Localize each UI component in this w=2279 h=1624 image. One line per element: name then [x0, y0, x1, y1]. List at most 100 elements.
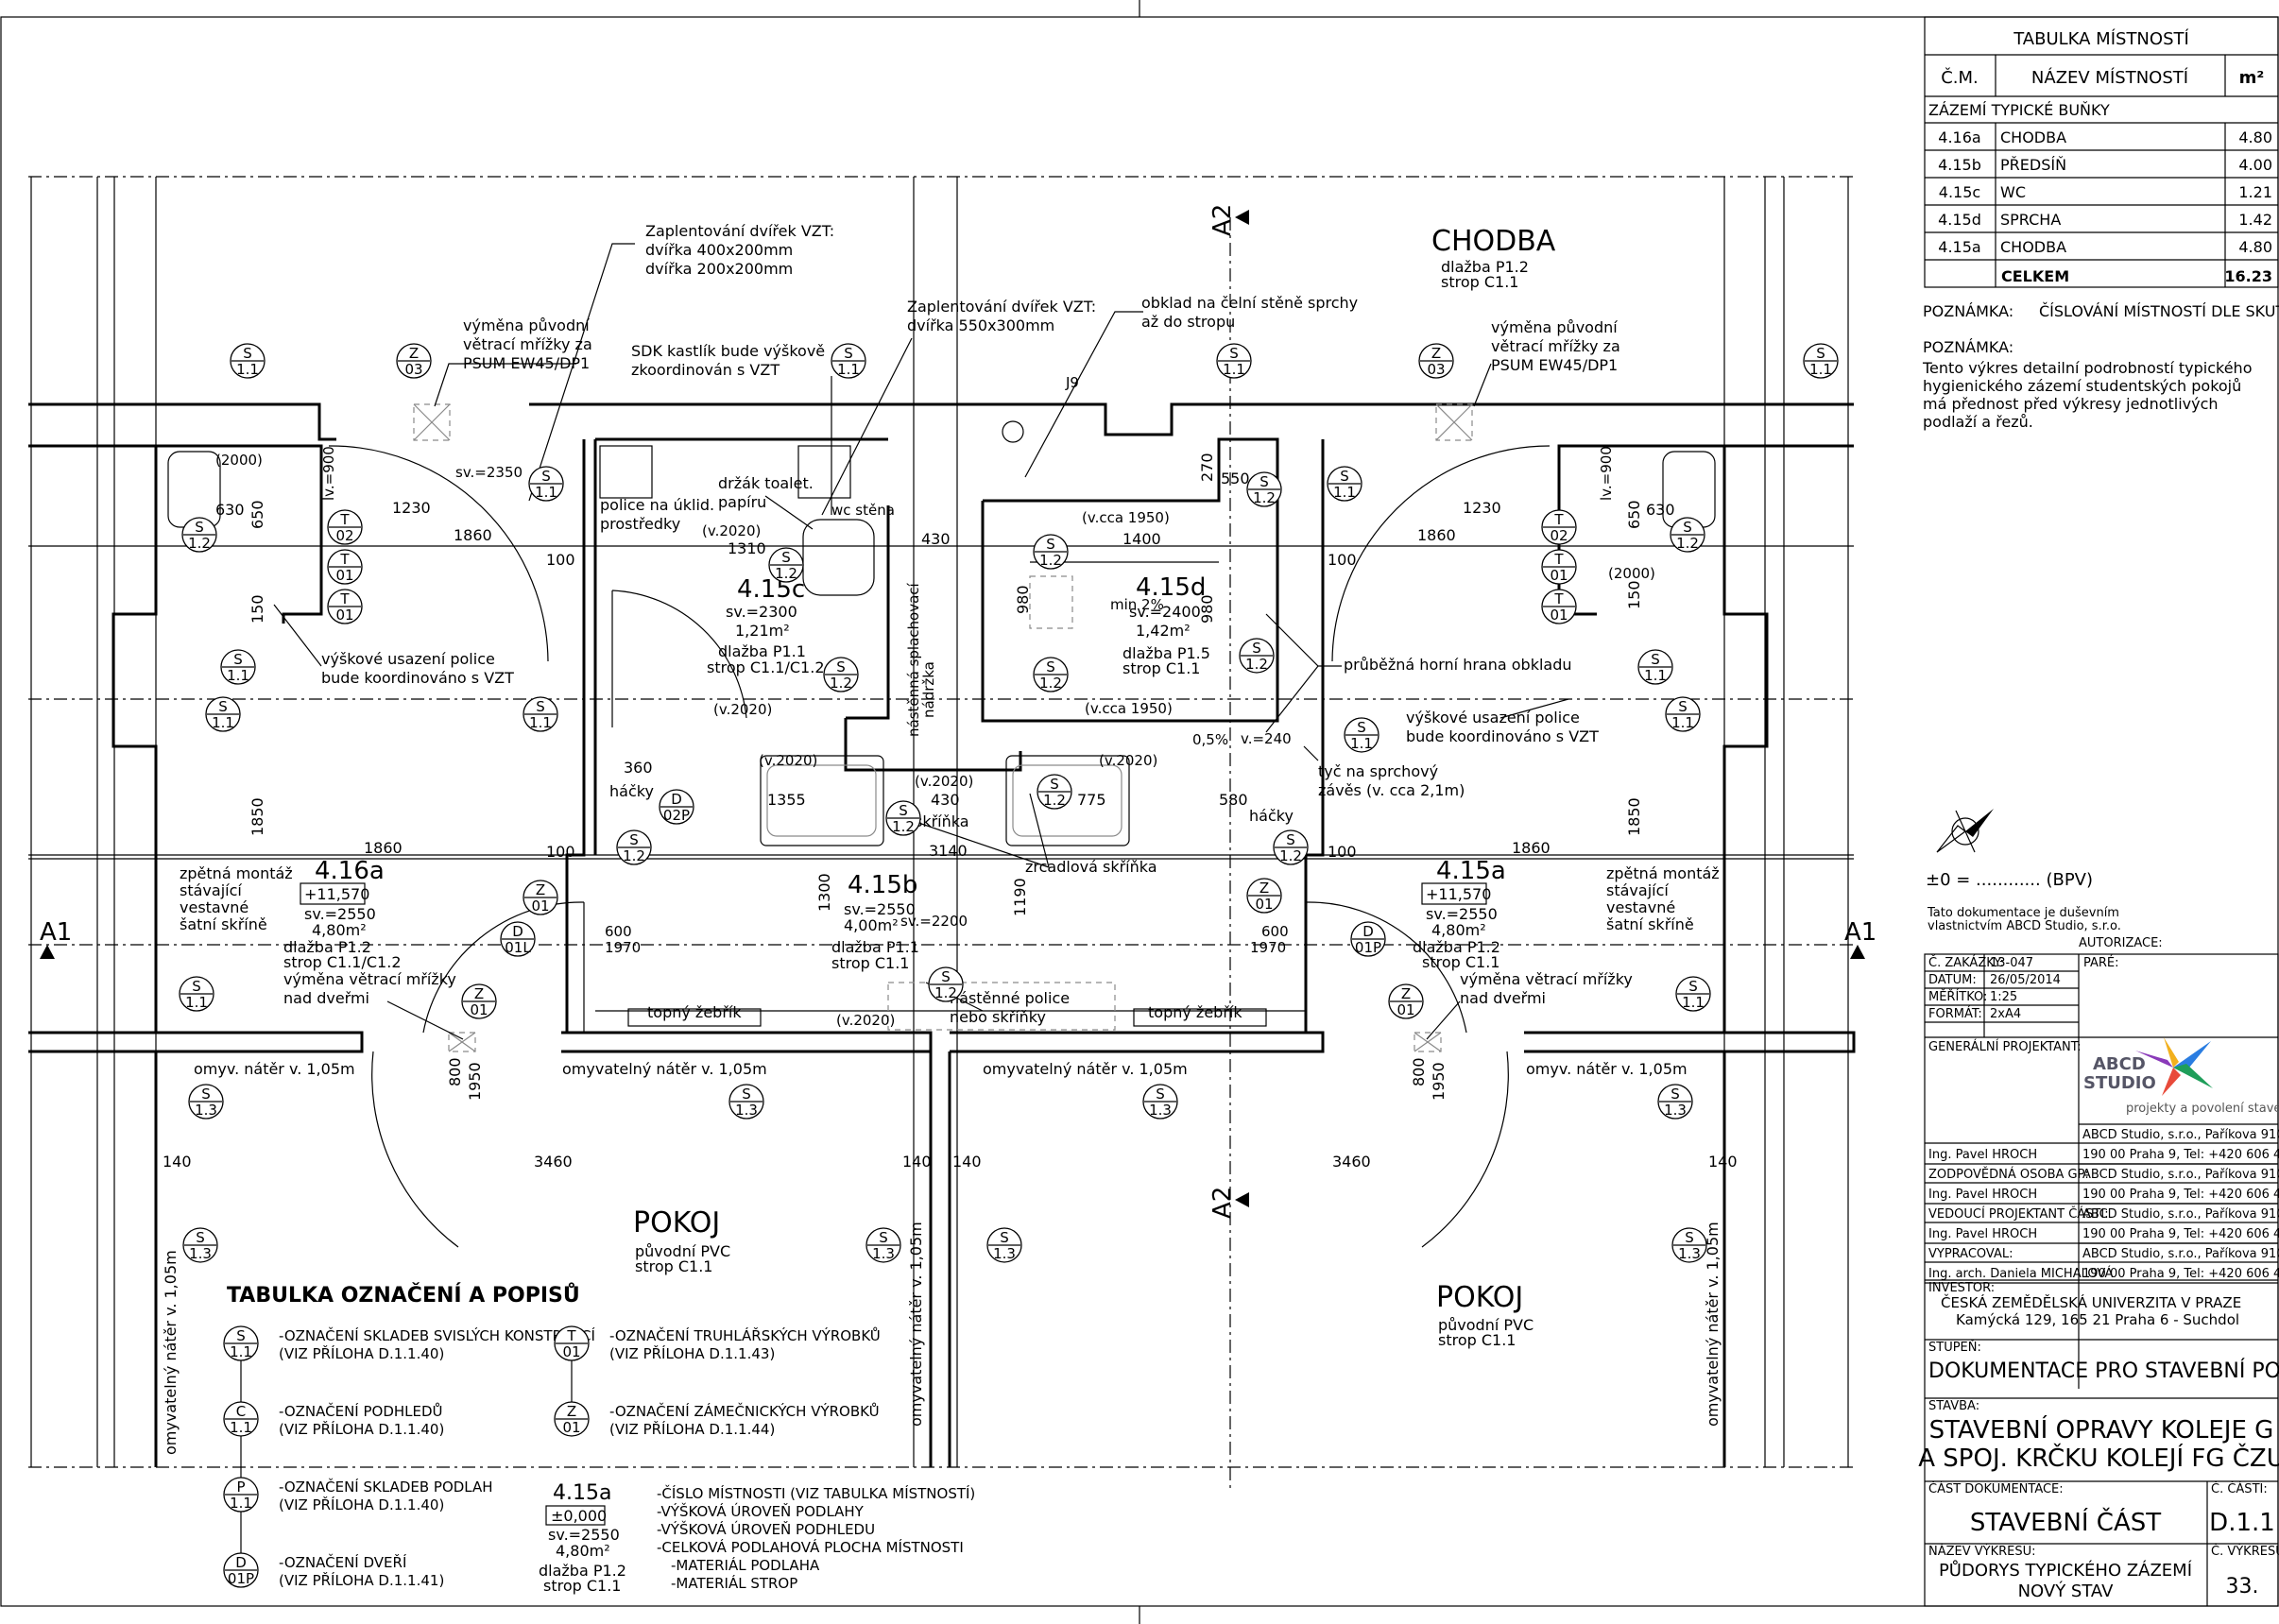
marker-s11-top: S: [536, 698, 545, 715]
dim-1860-c: 1860: [1417, 526, 1456, 544]
tb-cislo-vykresu-label: Č. VÝKRESU:: [2211, 1544, 2279, 1559]
legend-room-strop: strop C1.1: [543, 1577, 621, 1595]
annotation-tyc: tyč na sprchový závěs (v. cca 2,1m): [1318, 762, 1465, 799]
marker-t01: T01: [1541, 589, 1577, 624]
dim-v2020-c: (v.2020): [759, 752, 817, 769]
wall-bottom-right: [1524, 1031, 1856, 1053]
marker-s12-bottom: 1.2: [1253, 489, 1276, 506]
marker-s12: S1.2: [823, 657, 859, 692]
dim-140-c: 140: [952, 1153, 982, 1171]
marker-s13-bottom: 1.3: [1149, 1102, 1172, 1119]
marker-s12: S1.2: [616, 829, 652, 865]
room-name-cell: CHODBA: [2000, 238, 2066, 256]
annotation-line: papíru: [718, 493, 766, 511]
marker-s11: S1.1: [1637, 649, 1673, 685]
tb-cislo-casti: D.1.1: [2209, 1509, 2275, 1537]
marker-s12: S1.2: [1670, 517, 1705, 553]
marker-t01-top: T: [1553, 551, 1564, 568]
marker-s11: S1.1: [1327, 466, 1362, 502]
wall-wc-right: [846, 505, 890, 720]
room-ceiling: strop C1.1/C1.2: [707, 658, 825, 676]
marker-s12-top: S: [1050, 776, 1059, 793]
annotation-police-vzt-right: výškové usazení police bude koordinováno…: [1406, 709, 1599, 745]
annotation-line: zpětná montáž: [1606, 864, 1720, 882]
marker-s13-bottom: 1.3: [1678, 1245, 1701, 1262]
room-floor: původní PVC: [1438, 1316, 1534, 1334]
marker-s12-bottom: 1.2: [1039, 552, 1062, 569]
legend-marker-bottom: 1.1: [230, 1495, 252, 1512]
marker-d01p-top: D: [1362, 923, 1374, 940]
room-table-frame: [1924, 16, 2279, 288]
room-label-pokoj-left: POKOJ původní PVC strop C1.1: [633, 1206, 730, 1275]
marker-s13: S1.3: [1657, 1084, 1693, 1120]
tb-gp-label: GENERÁLNÍ PROJEKTANT:: [1928, 1039, 2082, 1054]
leader-police-left: [273, 604, 322, 667]
room-table-title: TABULKA MÍSTNOSTÍ: [2013, 28, 2189, 49]
dim-100-d: 100: [1328, 551, 1357, 569]
washbasin-left: [760, 755, 884, 846]
wall-top-center: [529, 402, 1854, 436]
dim-140-a: 140: [163, 1153, 192, 1171]
tb-stavba-1: STAVEBNÍ OPRAVY KOLEJE G: [1929, 1414, 2274, 1445]
room-area: 4,80m²: [1431, 921, 1486, 939]
legend-marker-bottom: 01: [562, 1419, 580, 1436]
min-slope-label: min 2%: [1110, 596, 1164, 613]
annotation-line: nástěnné police: [950, 989, 1070, 1007]
marker-s11: S1.1: [179, 976, 214, 1012]
marker-s12-top: S: [1683, 519, 1692, 536]
annotation-vzt-left: Zaplentování dvířek VZT: dvířka 400x200m…: [645, 222, 834, 278]
paint-label-4: omyv. nátěr v. 1,05m: [1526, 1060, 1688, 1078]
leader-vzt1: [528, 243, 635, 502]
marker-s12: S1.2: [768, 547, 804, 583]
marker-t02-top: T: [1553, 511, 1564, 528]
annotation-hacky-right: háčky: [1249, 807, 1294, 825]
marker-s11-bottom: 1.1: [529, 714, 552, 731]
legend-room-number: 4.15a: [553, 1481, 611, 1505]
room-label-chodba-top: CHODBA dlažba P1.2 strop C1.1: [1431, 225, 1556, 291]
radiator-right: [1133, 1008, 1267, 1027]
dim-v2020-f: (v.2020): [836, 1012, 895, 1029]
right-panel: TABULKA MÍSTNOSTÍ Č.M. NÁZEV MÍSTNOSTÍ m…: [1918, 16, 2279, 1607]
legend-desc-line: -MATERIÁL STROP: [671, 1574, 797, 1592]
dim-1970-a: 1970: [605, 939, 641, 956]
dim-vcca1950-a: (v.cca 1950): [1082, 509, 1170, 526]
dim-1400: 1400: [1122, 530, 1161, 548]
annotation-line: výškové usazení police: [321, 650, 495, 668]
marker-t02-bottom: 02: [335, 527, 353, 544]
dim-140-d: 140: [1708, 1153, 1738, 1171]
room-label-416a: 4.16a +11,570 sv.=2550 4,80m² dlažba P1.…: [283, 857, 402, 971]
toilet: [802, 519, 875, 596]
vent-grille-right: [1435, 403, 1473, 441]
dim-1310: 1310: [728, 539, 766, 557]
marker-s11-bottom: 1.1: [236, 361, 259, 378]
vzt-box-2: [599, 445, 653, 499]
dim-1230-b: 1230: [1463, 499, 1501, 517]
marker-z01: Z01: [523, 880, 558, 915]
marker-s11: S1.1: [1675, 976, 1711, 1012]
tb-format-label: FORMÁT:: [1928, 1006, 1982, 1021]
annotation-line: až do stropu: [1141, 313, 1235, 331]
section-mark-A1-left: A1: [40, 918, 72, 959]
legend-room-area: 4,80m²: [556, 1542, 610, 1560]
section-label: A1: [40, 918, 72, 947]
room-label-415d: 4.15d sv.=2400 1,42m² dlažba P1.5 strop …: [1122, 573, 1210, 677]
dim-100-c: 100: [1328, 843, 1357, 861]
legend-desc-line: -VÝŠKOVÁ ÚROVEŇ PODLAHY: [657, 1502, 865, 1520]
section-mark-A1-right: A1: [1844, 918, 1876, 959]
vent-grille-door-left: [448, 1032, 476, 1052]
marker-t01-bottom: 01: [1550, 607, 1568, 624]
marker-s12-top: S: [899, 802, 908, 819]
legend-item-label: -OZNAČENÍ SKLADEB PODLAH: [279, 1478, 493, 1496]
room-number-cell: 4.15b: [1938, 156, 1981, 174]
room-number-cell: 4.15d: [1938, 211, 1981, 229]
room-ceiling-height: sv.=2550: [844, 900, 916, 918]
room-number-cell: 4.15a: [1938, 238, 1980, 256]
room-name-cell: WC: [2000, 183, 2026, 201]
dim-v2020-a: (v.2020): [702, 522, 761, 539]
marker-s11: S1.1: [230, 343, 266, 379]
section-label: A2: [1208, 204, 1237, 236]
dim-sv2350: sv.=2350: [455, 464, 523, 481]
tb-person-address: 190 00 Praha 9, Tel: +420 606 475 474: [2082, 1227, 2279, 1241]
dim-775: 775: [1077, 791, 1106, 809]
